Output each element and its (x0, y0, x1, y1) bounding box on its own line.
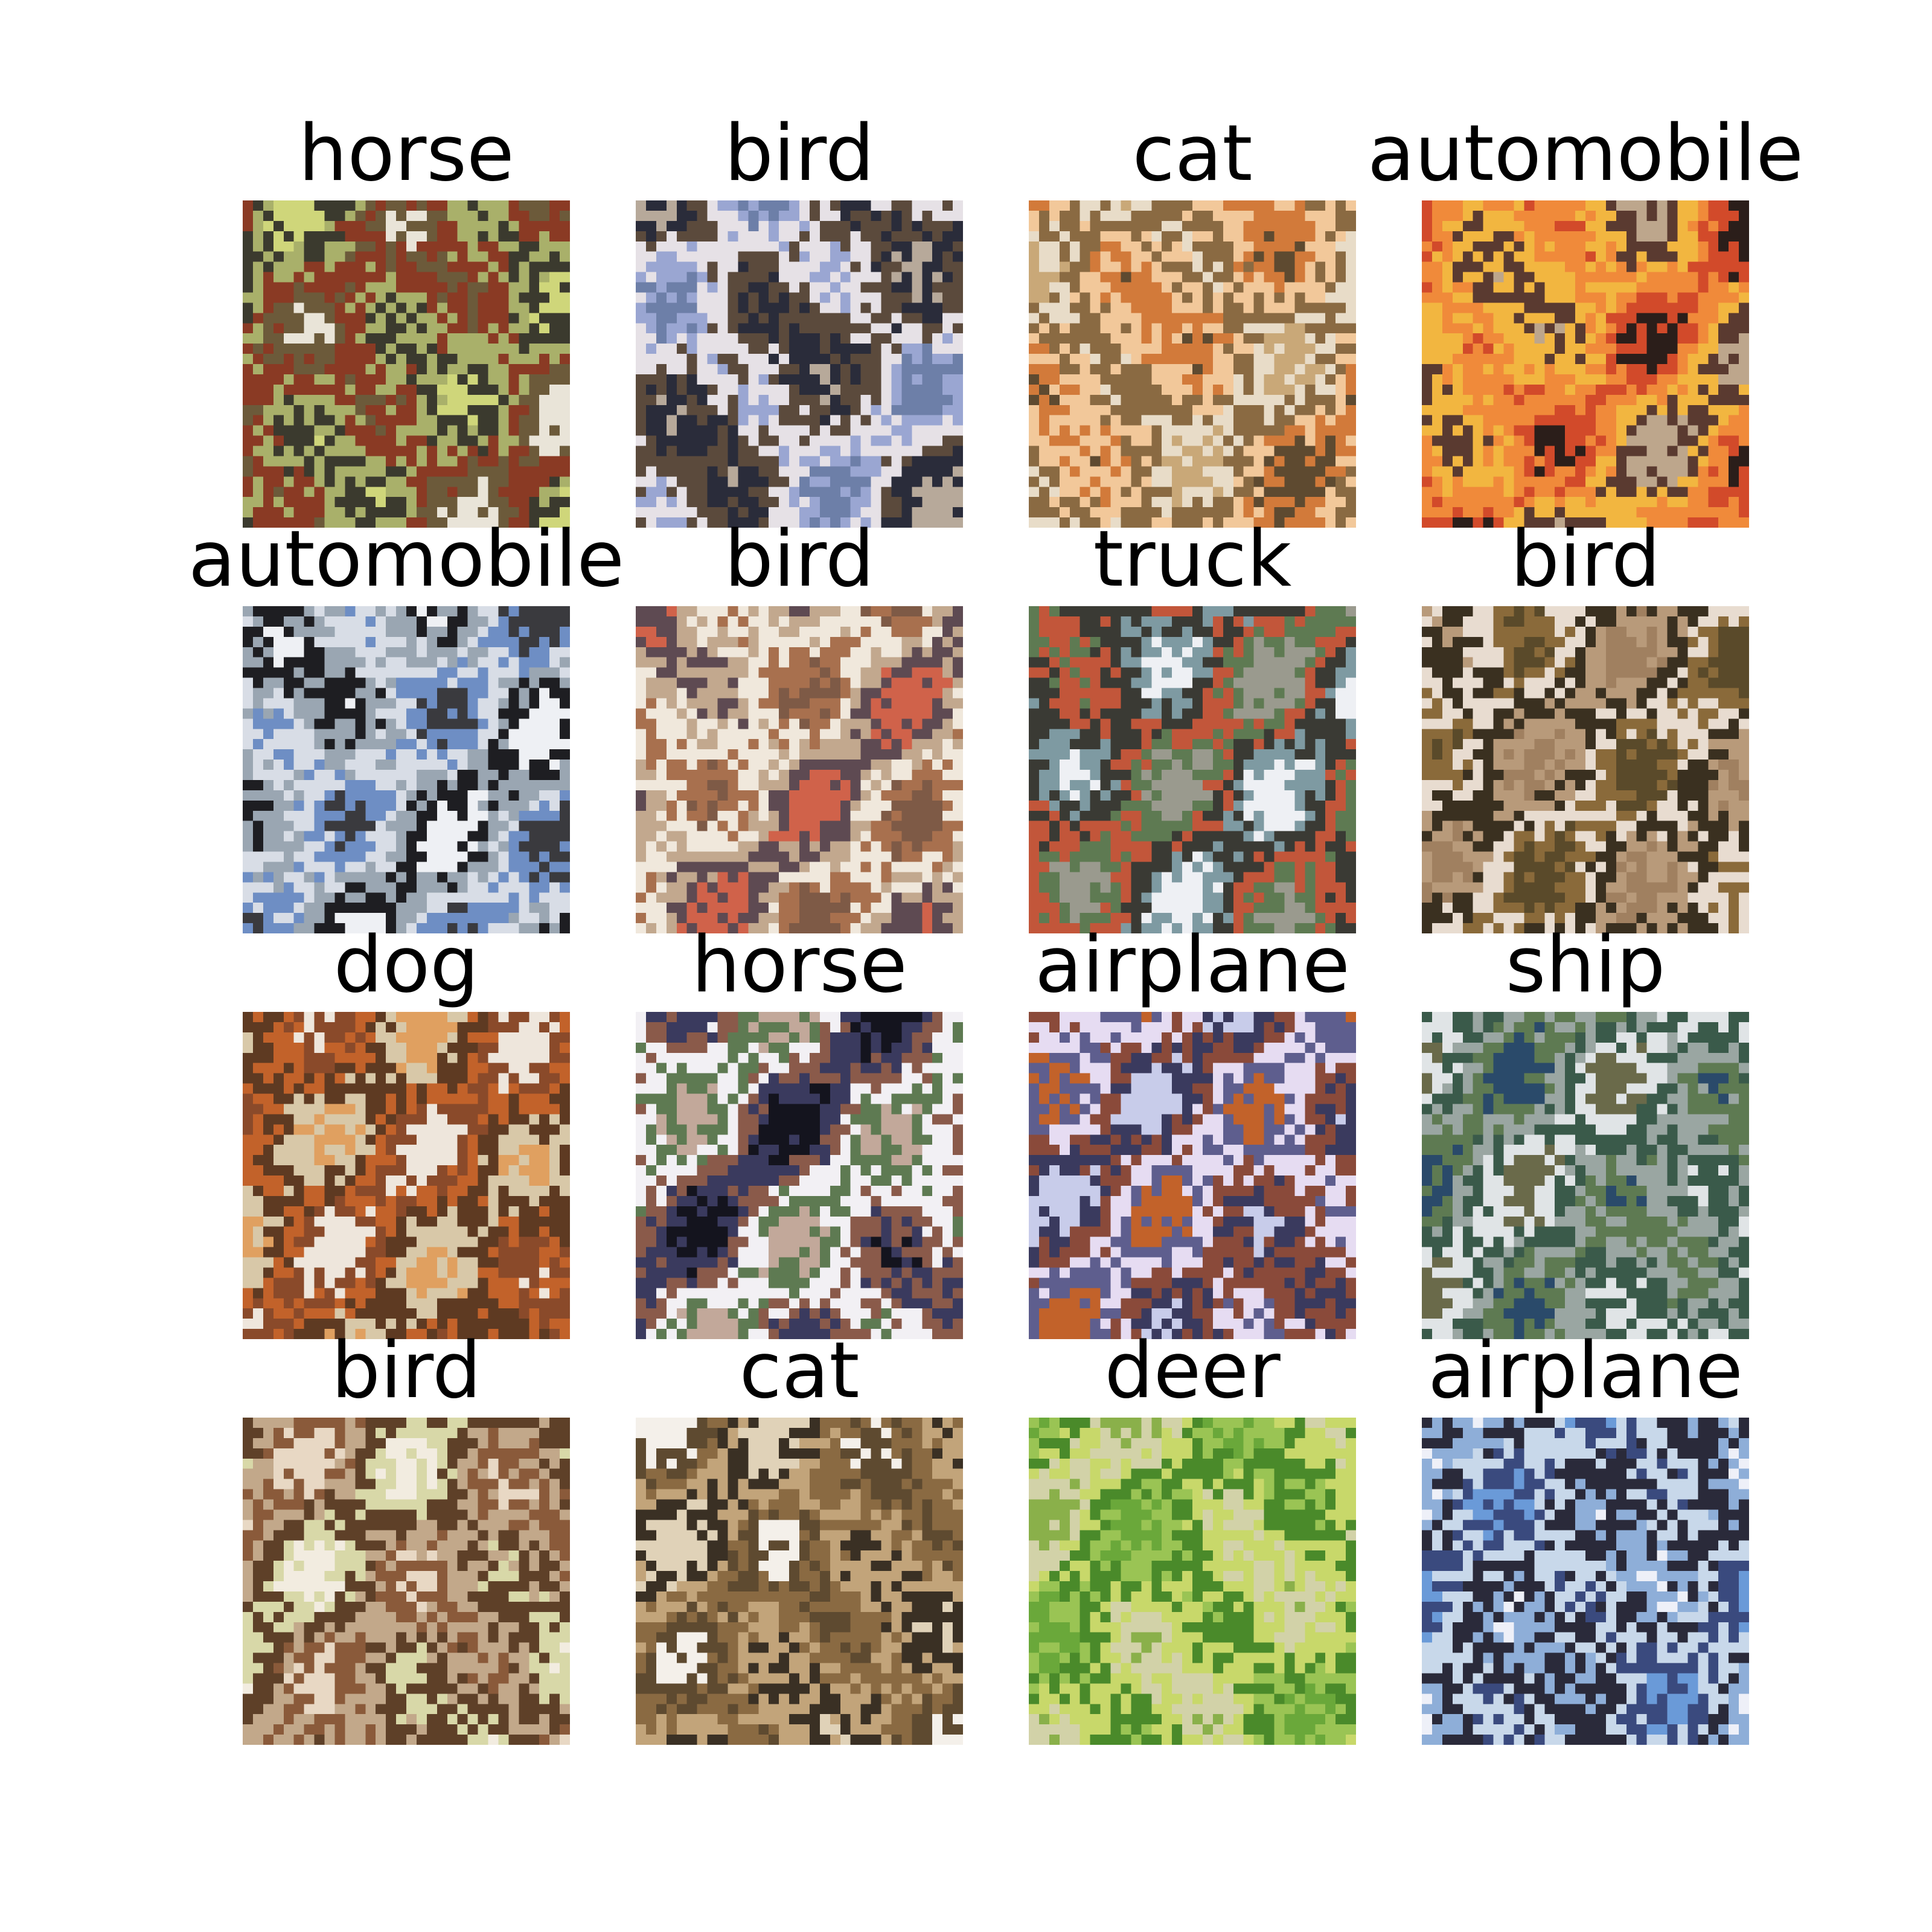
image-label: cat (1132, 109, 1253, 199)
image-cell: bird (636, 115, 963, 537)
generated-sample-image (243, 1418, 570, 1745)
image-label: bird (724, 514, 875, 604)
generated-sample-image (243, 606, 570, 933)
image-cell: horse (636, 926, 963, 1349)
generated-sample-image (636, 1012, 963, 1339)
generated-sample-image (636, 606, 963, 933)
image-cell: truck (1029, 520, 1356, 943)
image-cell: ship (1422, 926, 1749, 1349)
generated-sample-image (1029, 200, 1356, 528)
image-cell: airplane (1422, 1332, 1749, 1754)
generated-sample-image (1029, 606, 1356, 933)
image-label: dog (333, 920, 479, 1010)
image-label: cat (739, 1326, 860, 1416)
generated-sample-image (243, 200, 570, 528)
image-cell: bird (636, 520, 963, 943)
image-label: horse (298, 109, 514, 199)
image-cell: bird (1422, 520, 1749, 943)
generated-sample-image (1029, 1418, 1356, 1745)
image-label: ship (1505, 920, 1666, 1010)
image-label: truck (1093, 514, 1292, 604)
image-cell: airplane (1029, 926, 1356, 1349)
image-label: horse (691, 920, 907, 1010)
image-cell: automobile (1367, 115, 1803, 537)
generated-sample-image (1029, 1012, 1356, 1339)
image-label: bird (724, 109, 875, 199)
generated-sample-image (1422, 1418, 1749, 1745)
generated-sample-image (636, 200, 963, 528)
image-cell: automobile (188, 520, 624, 943)
image-label: bird (1510, 514, 1661, 604)
image-cell: bird (243, 1332, 570, 1754)
image-cell: deer (1029, 1332, 1356, 1754)
image-cell: horse (243, 115, 570, 537)
image-label: airplane (1035, 920, 1350, 1010)
image-cell: dog (243, 926, 570, 1349)
generated-sample-image (1422, 1012, 1749, 1339)
image-label: automobile (188, 514, 625, 604)
generated-sample-image (1422, 606, 1749, 933)
image-label: automobile (1367, 109, 1804, 199)
image-cell: cat (1029, 115, 1356, 537)
generated-sample-image (1422, 200, 1749, 528)
image-label: deer (1104, 1326, 1281, 1416)
image-label: bird (331, 1326, 482, 1416)
image-cell: cat (636, 1332, 963, 1754)
image-label: airplane (1428, 1326, 1743, 1416)
generated-sample-image (636, 1418, 963, 1745)
generated-sample-image (243, 1012, 570, 1339)
